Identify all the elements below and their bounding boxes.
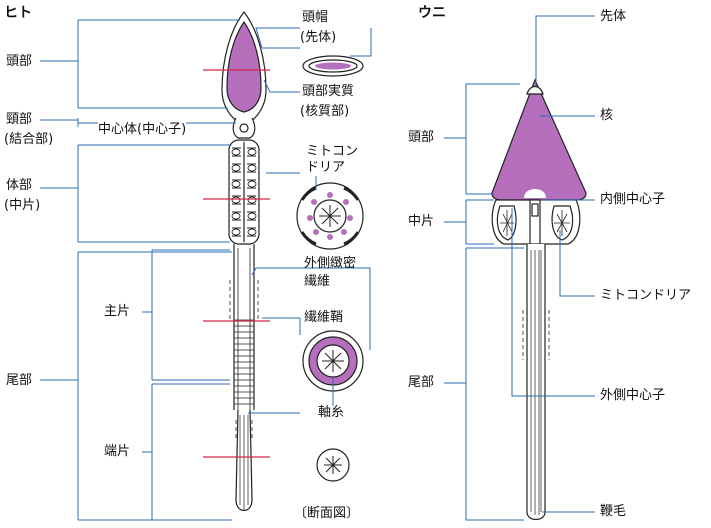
label-fibrous-sheath: 繊維鞘 [304, 310, 344, 325]
label-body-sub: (中片) [4, 198, 41, 213]
label-end-piece: 端片 [104, 444, 131, 459]
label-centrosome: 中心体(中心子) [98, 122, 187, 138]
label-nucleus: 頭部実質 [302, 84, 355, 99]
label-body: 体部 [6, 178, 33, 193]
urchin-brackets [444, 83, 524, 521]
human-principal-piece [233, 244, 255, 410]
urchin-label-head: 頭部 [408, 130, 435, 145]
urchin-leaders [511, 15, 595, 513]
sea-urchin-title: ウニ [418, 5, 446, 21]
urchin-label-inner-centriole: 内側中心子 [600, 192, 666, 207]
urchin-acrosome [526, 85, 544, 95]
human-section-lines [203, 69, 270, 458]
urchin-flagellum [526, 244, 546, 521]
label-tail: 尾部 [6, 373, 33, 388]
label-neck-sub: (結合部) [4, 132, 54, 147]
urchin-label-outer-centriole: 外側中心子 [600, 388, 666, 403]
human-title: ヒト [4, 5, 32, 21]
urchin-nucleus [491, 78, 587, 201]
cross-section-head [302, 55, 364, 77]
cross-section-endpiece [316, 448, 350, 482]
label-outer-dense-fibers: 外側緻密 [304, 256, 357, 271]
label-cross-section: 〔断面図〕 [294, 506, 360, 521]
label-mitochondria-2: ドリア [306, 160, 346, 175]
label-head: 頭部 [6, 54, 33, 69]
human-mitochondria [231, 147, 257, 237]
human-brackets [40, 19, 240, 521]
label-nucleus-sub: (核質部) [300, 104, 350, 119]
cross-section-principal [302, 330, 364, 392]
cross-section-midpiece [296, 182, 364, 250]
urchin-label-tail: 尾部 [408, 375, 435, 390]
urchin-label-mitochondria: ミトコンドリア [600, 288, 692, 303]
urchin-label-middle-piece: 中片 [408, 214, 435, 229]
label-axoneme: 軸糸 [318, 405, 345, 420]
label-neck: 頸部 [6, 112, 33, 127]
label-principal-piece: 主片 [104, 304, 131, 319]
label-mitochondria: ミトコン [306, 144, 359, 159]
human-leaders [248, 27, 372, 414]
label-acrosome: 頭帽 [302, 10, 329, 25]
label-acrosome-sub: (先体) [300, 30, 337, 45]
urchin-label-acrosome: 先体 [600, 9, 627, 24]
urchin-label-nucleus: 核 [600, 108, 614, 123]
human-nucleus [226, 20, 262, 113]
human-sperm [221, 11, 267, 512]
urchin-label-flagellum: 鞭毛 [600, 504, 627, 519]
sea-urchin-sperm [491, 78, 587, 521]
label-outer-dense-fibers-2: 繊維 [304, 274, 331, 289]
